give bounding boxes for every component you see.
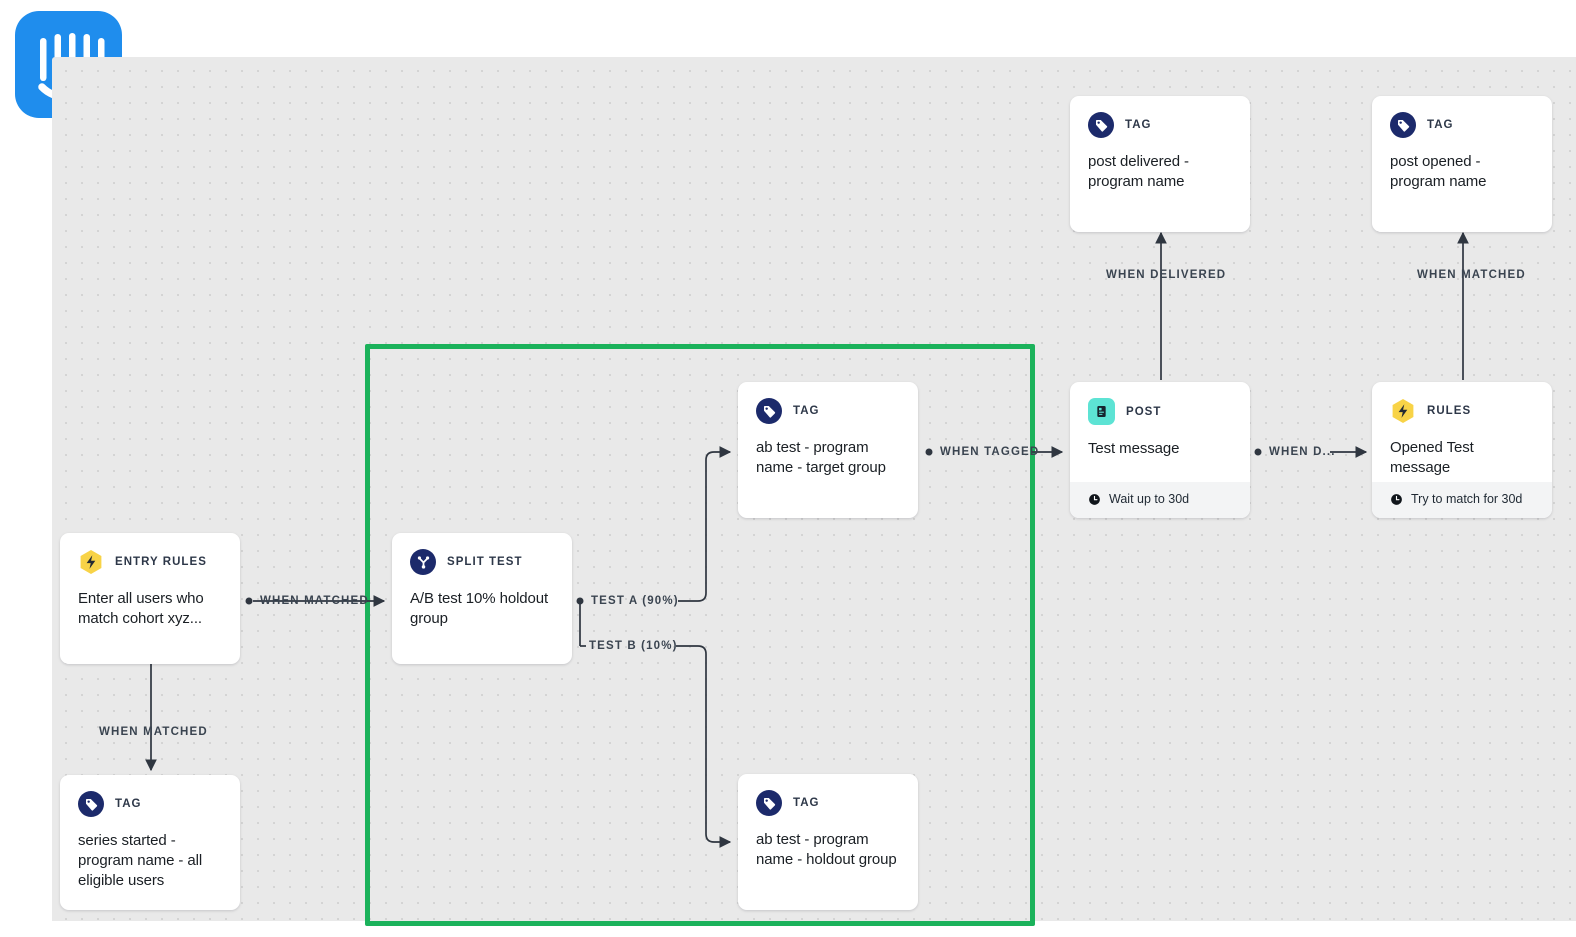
node-tag-ab-target[interactable]: TAG ab test - program name - target grou… bbox=[738, 382, 918, 518]
node-tag-ab-holdout[interactable]: TAG ab test - program name - holdout gro… bbox=[738, 774, 918, 910]
node-tag-post-delivered-header: TAG bbox=[1088, 112, 1232, 138]
node-tag-post-delivered-kind: TAG bbox=[1125, 119, 1152, 131]
split-test-icon bbox=[410, 549, 436, 575]
node-tag-ab-holdout-title: ab test - program name - holdout group bbox=[756, 831, 897, 868]
edge-label-tag-target-to-post: WHEN TAGGED bbox=[940, 446, 1040, 458]
node-tag-ab-target-body: TAG ab test - program name - target grou… bbox=[738, 382, 918, 492]
edge-label-entry-to-tag-series: WHEN MATCHED bbox=[99, 726, 208, 738]
node-post-test-message-header: POST bbox=[1088, 398, 1232, 425]
node-tag-post-opened-body: TAG post opened - program name bbox=[1372, 96, 1552, 206]
clock-icon bbox=[1089, 493, 1100, 505]
node-tag-series-started-body: TAG series started - program name - all … bbox=[60, 775, 240, 905]
node-rules-opened-body: RULES Opened Test message bbox=[1372, 382, 1552, 492]
node-tag-post-opened-header: TAG bbox=[1390, 112, 1534, 138]
node-post-test-message-body: POST Test message bbox=[1070, 382, 1250, 473]
node-entry-rules-title: Enter all users who match cohort xyz... bbox=[78, 590, 204, 627]
node-rules-opened[interactable]: RULES Opened Test message Try to match f… bbox=[1372, 382, 1552, 518]
node-post-test-message-footer: Wait up to 30d bbox=[1070, 482, 1250, 518]
node-tag-ab-holdout-header: TAG bbox=[756, 790, 900, 816]
node-tag-post-delivered-title: post delivered - program name bbox=[1088, 153, 1189, 190]
node-post-test-message[interactable]: POST Test message Wait up to 30d bbox=[1070, 382, 1250, 518]
node-rules-opened-footer: Try to match for 30d bbox=[1372, 482, 1552, 518]
node-post-test-message-kind: POST bbox=[1126, 405, 1162, 418]
edge-label-split-test-a: TEST A (90%) bbox=[591, 595, 679, 607]
edge-label-entry-to-split: WHEN MATCHED bbox=[260, 595, 369, 607]
node-entry-rules-body: ENTRY RULES Enter all users who match co… bbox=[60, 533, 240, 643]
node-entry-rules-header: ENTRY RULES bbox=[78, 549, 222, 575]
node-tag-post-opened-kind: TAG bbox=[1427, 119, 1454, 131]
node-tag-post-delivered[interactable]: TAG post delivered - program name bbox=[1070, 96, 1250, 232]
node-split-test-header: SPLIT TEST bbox=[410, 549, 554, 575]
edge-label-post-to-tag-delivered: WHEN DELIVERED bbox=[1106, 269, 1227, 281]
node-split-test-kind: SPLIT TEST bbox=[447, 556, 523, 568]
tag-icon bbox=[756, 398, 782, 424]
node-tag-series-started-header: TAG bbox=[78, 791, 222, 817]
node-tag-ab-target-kind: TAG bbox=[793, 405, 820, 417]
tag-icon bbox=[756, 790, 782, 816]
lightning-icon bbox=[78, 549, 104, 575]
node-tag-post-opened[interactable]: TAG post opened - program name bbox=[1372, 96, 1552, 232]
tag-icon bbox=[1390, 112, 1416, 138]
node-tag-series-started[interactable]: TAG series started - program name - all … bbox=[60, 775, 240, 910]
node-rules-opened-footer-label: Try to match for 30d bbox=[1411, 492, 1523, 506]
clock-icon bbox=[1391, 493, 1402, 505]
node-rules-opened-header: RULES bbox=[1390, 398, 1534, 424]
node-tag-ab-target-header: TAG bbox=[756, 398, 900, 424]
tag-icon bbox=[78, 791, 104, 817]
node-split-test[interactable]: SPLIT TEST A/B test 10% holdout group bbox=[392, 533, 572, 664]
node-post-test-message-footer-label: Wait up to 30d bbox=[1109, 492, 1190, 506]
highlight-selection-box bbox=[365, 344, 1035, 926]
tag-icon bbox=[1088, 112, 1114, 138]
node-post-test-message-title: Test message bbox=[1088, 440, 1180, 457]
node-entry-rules-kind: ENTRY RULES bbox=[115, 556, 207, 568]
node-rules-opened-kind: RULES bbox=[1427, 405, 1472, 417]
node-tag-post-opened-title: post opened - program name bbox=[1390, 153, 1487, 190]
node-split-test-title: A/B test 10% holdout group bbox=[410, 590, 549, 627]
node-tag-series-started-title: series started - program name - all elig… bbox=[78, 832, 203, 889]
edge-label-rules-to-tag-opened: WHEN MATCHED bbox=[1417, 269, 1526, 281]
node-entry-rules[interactable]: ENTRY RULES Enter all users who match co… bbox=[60, 533, 240, 664]
edge-label-split-test-b: TEST B (10%) bbox=[589, 640, 678, 652]
node-tag-ab-holdout-kind: TAG bbox=[793, 797, 820, 809]
node-tag-ab-holdout-body: TAG ab test - program name - holdout gro… bbox=[738, 774, 918, 884]
edge-label-post-to-rules: WHEN D... bbox=[1269, 446, 1336, 458]
node-tag-series-started-kind: TAG bbox=[115, 798, 142, 810]
node-tag-ab-target-title: ab test - program name - target group bbox=[756, 439, 886, 476]
node-split-test-body: SPLIT TEST A/B test 10% holdout group bbox=[392, 533, 572, 643]
lightning-icon bbox=[1390, 398, 1416, 424]
node-tag-post-delivered-body: TAG post delivered - program name bbox=[1070, 96, 1250, 206]
node-rules-opened-title: Opened Test message bbox=[1390, 439, 1474, 476]
post-icon bbox=[1088, 398, 1115, 425]
